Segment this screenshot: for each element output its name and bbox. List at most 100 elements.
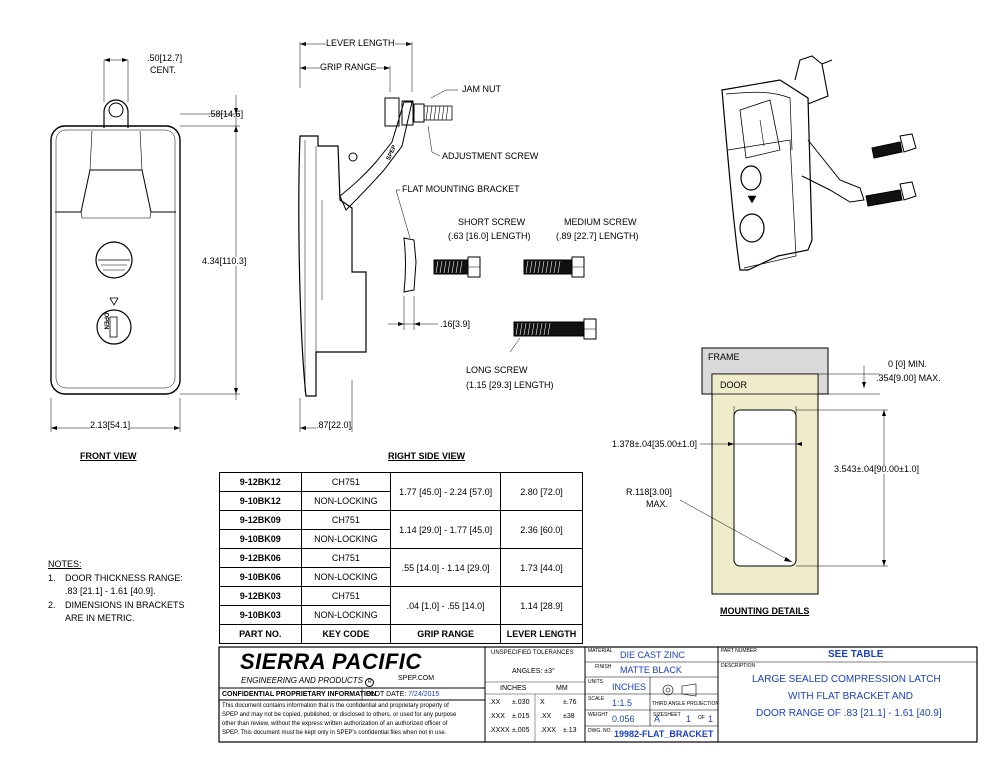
weight-value: 0.056: [612, 714, 635, 724]
tol-mm-key: .XX: [540, 713, 552, 720]
key-code: CH751: [300, 548, 392, 568]
key-code: CH751: [300, 472, 392, 492]
grip-range-label: GRIP RANGE: [320, 62, 377, 72]
inches-label: INCHES: [500, 685, 527, 692]
part-no: 9-12BK03: [219, 586, 302, 606]
adjustment-screw-label: ADJUSTMENT SCREW: [442, 151, 539, 161]
of-value: 1: [708, 714, 714, 724]
gap-max: .354[9.00] MAX.: [876, 373, 941, 383]
note-2-num: 2.: [48, 600, 56, 610]
frame-label: FRAME: [708, 352, 740, 362]
sheet-label: SHEET: [664, 712, 681, 718]
grip-range: .04 [1.0] - .55 [14.0]: [390, 586, 502, 625]
cut-height: 3.543±.04[90.00±1.0]: [834, 464, 919, 474]
finish-value: MATTE BLACK: [620, 665, 682, 675]
table-row: 9-10BK09 NON-LOCKING: [219, 529, 583, 549]
description-line: WITH FLAT BRACKET AND: [788, 691, 914, 702]
mm-label: MM: [556, 685, 568, 692]
right-side-view-title: RIGHT SIDE VIEW: [388, 451, 466, 461]
key-code: CH751: [300, 510, 392, 530]
key-code: NON-LOCKING: [300, 529, 392, 549]
scale-value: 1:1.5: [612, 698, 633, 708]
finish-label: FINISH: [595, 664, 612, 670]
units-value: INCHES: [612, 682, 647, 692]
part-number-label: PART NUMBER: [721, 648, 757, 654]
note-1-line1: DOOR THICKNESS RANGE:: [65, 573, 183, 583]
dim-depth: .87[22.0]: [316, 420, 352, 430]
confidential-label: CONFIDENTIAL PROPRIETARY INFORMATION: [222, 691, 377, 698]
tol-inch-key: .XX: [489, 699, 501, 706]
part-no: 9-12BK09: [219, 510, 302, 530]
long-screw-length: (1.15 [29.3] LENGTH): [466, 380, 554, 390]
tol-inch-value: ±.030: [512, 699, 530, 706]
button-label: OPEN: [102, 312, 109, 330]
key-code: NON-LOCKING: [300, 605, 392, 625]
tol-inch-key: .XXXX: [489, 727, 510, 734]
jam-nut-label: JAM NUT: [462, 84, 501, 94]
long-screw-label: LONG SCREW: [466, 365, 528, 375]
header-lever-length: LEVER LENGTH: [500, 624, 583, 644]
long-screw-drawing: [513, 318, 597, 340]
note-1-num: 1.: [48, 573, 56, 583]
mounting-arrows: [728, 382, 886, 566]
units-label: UNITS: [588, 679, 603, 685]
description-line: LARGE SEALED COMPRESSION LATCH: [752, 674, 941, 685]
header-part-no: PART NO.: [219, 624, 302, 644]
isometric-view-drawing: [721, 55, 865, 271]
short-screw-length: (.63 [16.0] LENGTH): [448, 231, 531, 241]
gap-min: 0 [0] MIN.: [888, 359, 928, 369]
table-row: 9-10BK03 NON-LOCKING: [219, 605, 583, 625]
parts-table: 9-12BK12 CH751 1.77 [45.0] - 2.24 [57.0]…: [219, 472, 583, 644]
table-row: 9-12BK03 CH751 .04 [1.0] - .55 [14.0] 1.…: [219, 586, 583, 625]
disclaimer-line: This document contains information that …: [222, 703, 449, 709]
part-no: 9-12BK12: [219, 472, 302, 492]
mounting-dims: [679, 366, 888, 567]
key-code: NON-LOCKING: [300, 491, 392, 511]
right-side-arrows: [300, 42, 420, 430]
dim-cent-label: CENT.: [150, 65, 177, 75]
dim-thickness: .16[3.9]: [440, 319, 471, 329]
notes-heading: NOTES:: [48, 559, 82, 569]
disclaimer-line: other than review, without the express w…: [222, 721, 448, 727]
table-row: 9-10BK06 NON-LOCKING: [219, 567, 583, 587]
iso-screws: [865, 133, 917, 207]
dim-width: 2.13[54.1]: [90, 420, 131, 430]
size-label: SIZE: [653, 712, 665, 718]
right-side-view-drawing: [298, 42, 458, 432]
table-header-row: PART NO. KEY CODE GRIP RANGE LEVER LENGT…: [219, 624, 583, 644]
lever-length: 1.73 [44.0]: [500, 548, 583, 587]
tol-inch-value: ±.015: [512, 713, 530, 720]
mounting-details-title: MOUNTING DETAILS: [720, 606, 810, 616]
disclaimer-line: SPEP and may not be copied, published, o…: [222, 712, 457, 718]
part-no: 9-12BK06: [219, 548, 302, 568]
door-label: DOOR: [720, 380, 747, 390]
tol-mm-key: .XXX: [540, 727, 556, 734]
part-no: 9-10BK03: [219, 605, 302, 625]
grip-range: 1.14 [29.0] - 1.77 [45.0]: [390, 510, 502, 549]
cut-width: 1.378±.04[35.00±1.0]: [612, 439, 697, 449]
medium-screw-length: (.89 [22.7] LENGTH): [556, 231, 639, 241]
title-block-lines: [218, 646, 978, 743]
part-no: 9-10BK12: [219, 491, 302, 511]
size-value: A: [654, 714, 661, 724]
angles-tolerance: ANGLES: ±3°: [512, 668, 555, 675]
grip-range: .55 [14.0] - 1.14 [29.0]: [390, 548, 502, 587]
tolerances-label: UNSPECIFIED TOLERANCES: [491, 650, 574, 656]
lever-length: 2.36 [60.0]: [500, 510, 583, 549]
of-label: OF: [698, 715, 705, 721]
front-view-title: FRONT VIEW: [80, 451, 137, 461]
mounting-detail-drawing: [701, 347, 829, 595]
tol-mm-key: X: [540, 699, 545, 706]
medium-screw-label: MEDIUM SCREW: [564, 217, 637, 227]
grip-range: 1.77 [45.0] - 2.24 [57.0]: [390, 472, 502, 511]
description-label: DESCRIPTION: [721, 663, 756, 669]
registered-mark: R: [365, 678, 375, 687]
table-row: 9-12BK12 CH751 1.77 [45.0] - 2.24 [57.0]…: [219, 472, 583, 511]
disclaimer-line: SPEP. This document must be kept only in…: [222, 730, 447, 736]
description-line: DOOR RANGE OF .83 [21.1] - 1.61 [40.9]: [756, 708, 942, 719]
short-screw-drawing: [433, 256, 481, 278]
flat-mounting-bracket-label: FLAT MOUNTING BRACKET: [402, 184, 520, 194]
sheet-value: 1: [686, 714, 692, 724]
note-2-line2: ARE IN METRIC.: [65, 613, 135, 623]
